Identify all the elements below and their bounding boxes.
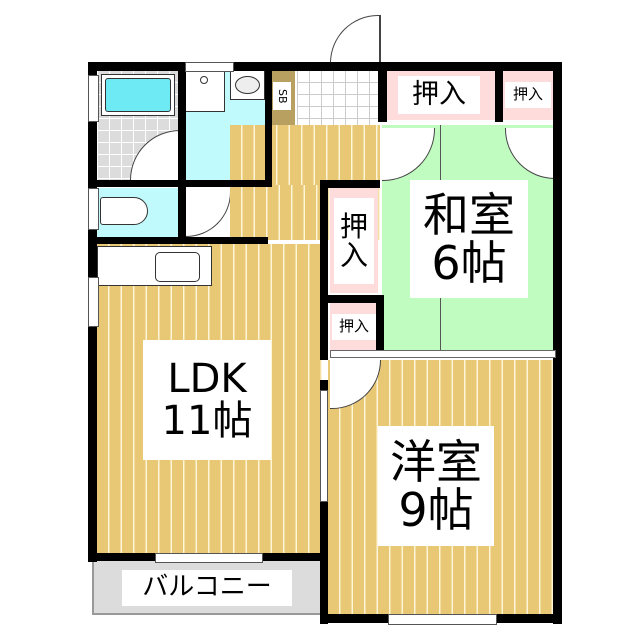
window <box>185 62 234 72</box>
closet-lower-small-label: 押入 <box>332 314 376 340</box>
closet-middle-label: 押 入 <box>334 198 374 284</box>
sliding-door <box>330 350 556 358</box>
wall <box>178 62 186 242</box>
washer-space <box>185 70 225 112</box>
wall <box>265 62 272 187</box>
toilet-icon <box>100 197 148 225</box>
bathtub-icon <box>101 74 175 116</box>
wall <box>376 295 384 355</box>
window <box>388 614 497 625</box>
washitsu-name: 和室 <box>423 187 515 242</box>
ldk-label: LDK 11帖 <box>143 340 271 460</box>
washitsu-size: 6帖 <box>431 236 507 290</box>
entrance <box>297 70 379 125</box>
ldk-size: 11帖 <box>161 398 253 444</box>
wall <box>553 62 562 624</box>
kitchen-counter <box>97 246 212 286</box>
kitchen-sink-icon <box>155 252 200 282</box>
room-youshitsu <box>328 360 554 615</box>
balcony-label: バルコニー <box>122 570 292 606</box>
wall <box>88 237 268 244</box>
wall <box>320 180 380 188</box>
window <box>88 188 99 230</box>
shoe-box-label: SB <box>273 82 291 110</box>
youshitsu-name: 洋室 <box>390 434 482 489</box>
entrance-door-arc <box>330 15 381 64</box>
sink-icon <box>230 70 265 100</box>
closet-top-large-label: 押入 <box>398 76 480 114</box>
youshitsu-size: 9帖 <box>398 483 474 537</box>
window <box>155 553 263 563</box>
wall <box>88 62 388 71</box>
washitsu-label: 和室 6帖 <box>410 180 528 298</box>
wall <box>320 380 328 624</box>
wall <box>380 62 560 71</box>
wall <box>88 180 272 187</box>
youshitsu-label: 洋室 9帖 <box>378 426 494 546</box>
sliding-door <box>320 390 328 502</box>
wall <box>495 62 503 122</box>
closet-top-small-label: 押入 <box>505 82 551 108</box>
window <box>88 75 99 122</box>
drain-icon <box>200 76 208 84</box>
wall <box>320 295 380 303</box>
wall <box>378 62 387 122</box>
wall <box>320 180 328 360</box>
window <box>88 277 99 327</box>
ldk-name: LDK <box>167 356 247 402</box>
toilet-door-arc <box>185 188 231 237</box>
